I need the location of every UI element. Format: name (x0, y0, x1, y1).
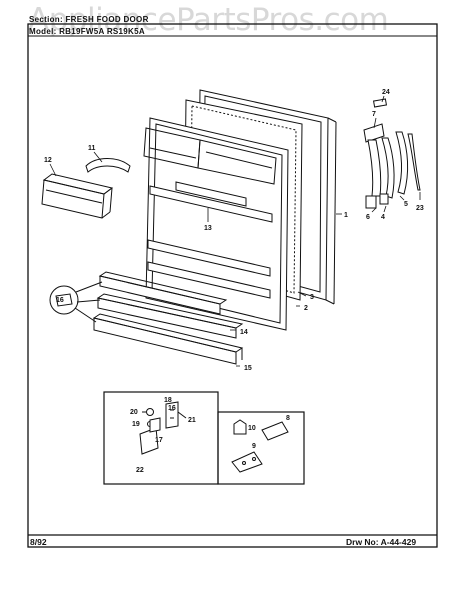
callout-12: 12 (44, 157, 52, 164)
callout-20: 20 (130, 409, 138, 416)
footer-drawing-number: Drw No: A-44-429 (346, 537, 417, 547)
callout-4: 4 (381, 214, 385, 221)
callout-21: 21 (188, 417, 196, 424)
callout-23: 23 (416, 205, 424, 212)
detail-box-cam (217, 411, 305, 485)
callout-24: 24 (382, 89, 390, 96)
model-line: Model: RB19FW5A RS19K5A (29, 27, 145, 36)
shelf-end-cap-detail (49, 281, 103, 323)
section-title: Section: FRESH FOOD DOOR (29, 15, 149, 24)
callout-1: 1 (344, 212, 348, 219)
callout-16: 16 (56, 297, 64, 304)
callout-18: 18 (164, 397, 172, 404)
callout-19: 19 (132, 421, 140, 428)
callout-13: 13 (204, 225, 212, 232)
handle-hinge-parts (363, 98, 421, 209)
callout-17: 17 (155, 437, 163, 444)
inner-door-liner (143, 117, 289, 331)
dairy-compartment (41, 158, 131, 219)
callout-22: 22 (136, 467, 144, 474)
callout-labels: 1 2 3 4 5 6 7 8 9 10 11 12 13 14 15 16 1… (44, 89, 424, 474)
door-shelf-bars (92, 271, 244, 365)
sheet-border (27, 23, 438, 548)
callout-10: 10 (248, 425, 256, 432)
callout-9: 9 (252, 443, 256, 450)
callout-2: 2 (304, 305, 308, 312)
callout-3: 3 (310, 294, 314, 301)
callout-15: 15 (244, 365, 252, 372)
callout-5: 5 (404, 201, 408, 208)
callout-14: 14 (240, 329, 248, 336)
callout-6: 6 (366, 214, 370, 221)
callout-7: 7 (372, 111, 376, 118)
footer-date: 8/92 (30, 537, 47, 547)
callout-16-detail: 16 (168, 405, 176, 412)
callout-11: 11 (88, 145, 96, 152)
callout-8: 8 (286, 415, 290, 422)
watermark: AppliancePartsPros.com (28, 2, 389, 38)
leader-lines (49, 95, 421, 367)
